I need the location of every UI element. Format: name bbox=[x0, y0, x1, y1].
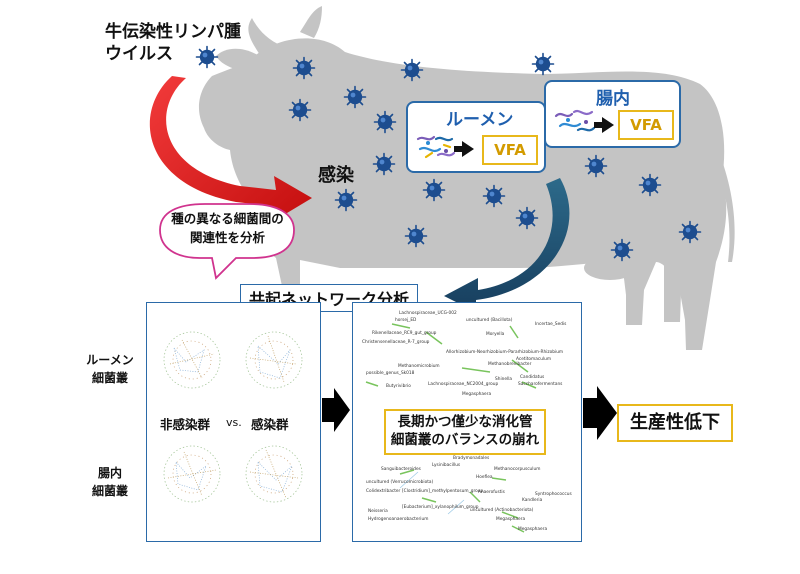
graph-gut-infected bbox=[245, 445, 303, 503]
gut-arrow-stem bbox=[594, 122, 603, 128]
taxon-label: uncultured (Verrucomicrobiota) bbox=[366, 480, 434, 485]
taxon-label: Butyrivibrio bbox=[386, 384, 411, 389]
taxon-label: Moryella bbox=[486, 332, 505, 337]
taxon-label: Hydrogenoanaerobacterium bbox=[368, 517, 429, 522]
virus-label: 牛伝染性リンパ腫 ウイルス bbox=[105, 21, 241, 65]
taxon-label: Methanocorpusculum bbox=[494, 467, 541, 472]
taxon-label: Bradymonadales bbox=[453, 456, 490, 461]
taxon-label: Rikenellaceae_RC9_gut_group bbox=[372, 331, 437, 336]
network-graph-right bbox=[365, 323, 537, 533]
taxon-label: Hoeflea bbox=[476, 475, 493, 480]
gut-bacteria-icon bbox=[554, 109, 596, 132]
row-label-rumen-1: ルーメン bbox=[86, 353, 134, 367]
rumen-vfa: VFA bbox=[482, 135, 538, 165]
taxon-label: Christensenellaceae_R-7_group bbox=[362, 340, 430, 345]
imbalance-line2: 細菌叢のバランスの崩れ bbox=[390, 432, 540, 448]
bubble-text: 種の異なる細菌間の 関連性を分析 bbox=[170, 209, 285, 247]
rumen-bacteria-icon bbox=[416, 135, 456, 159]
taxon-label: Lachnospiraceae_UCG-002 bbox=[399, 311, 457, 316]
network-graph-left bbox=[163, 331, 303, 503]
taxon-label: Incertae_Sedis bbox=[535, 322, 567, 327]
gut-arrow-icon bbox=[602, 117, 614, 133]
row-label-gut-1: 腸内 bbox=[97, 466, 122, 480]
taxon-label: Colidextribacter bbox=[366, 489, 401, 494]
graph-gut-uninfected bbox=[163, 445, 221, 503]
taxon-label: Megasphaera bbox=[518, 527, 548, 532]
right-arrow-1 bbox=[322, 388, 350, 432]
taxon-label: uncultured (Bacillota) bbox=[466, 318, 513, 323]
graph-rumen-uninfected bbox=[163, 331, 221, 389]
right-arrow-2 bbox=[583, 386, 617, 440]
taxon-label: possible_genus_Sk018 bbox=[366, 371, 415, 376]
taxon-label: Saccharofermentans bbox=[518, 382, 563, 387]
taxon-label: Sanguibacteroides bbox=[381, 467, 421, 472]
gut-box: 腸内 VFA bbox=[544, 80, 681, 148]
gut-vfa: VFA bbox=[618, 110, 674, 140]
infection-label: 感染 bbox=[318, 165, 354, 186]
taxon-label: Methanomicrobium bbox=[398, 364, 440, 369]
imbalance-line1: 長期かつ僅少な消化管 bbox=[397, 414, 533, 430]
row-label-rumen: ルーメン 細菌叢 bbox=[80, 351, 140, 387]
virus-label-line2: ウイルス bbox=[105, 44, 173, 64]
compare-vs: vs. bbox=[226, 416, 242, 429]
taxon-label: uncultured (Actinobacteriota) bbox=[470, 508, 534, 513]
taxon-label: Lachnospiraceae_NC2004_group bbox=[428, 382, 499, 387]
row-label-rumen-2: 細菌叢 bbox=[91, 371, 128, 385]
row-label-gut-2: 細菌叢 bbox=[91, 484, 128, 498]
taxon-label: Anaerofustis bbox=[478, 490, 505, 495]
virus-label-line1: 牛伝染性リンパ腫 bbox=[105, 22, 241, 42]
taxon-label: Neisseria bbox=[368, 509, 388, 514]
bubble-line2: 関連性を分析 bbox=[189, 230, 265, 245]
taxon-label: Kandleria bbox=[522, 498, 543, 503]
taxon-label: [Eubacterium]_xylanophilum_group bbox=[402, 505, 479, 510]
taxon-label: Candidatus bbox=[520, 375, 545, 380]
taxon-label: Methanobrevibacter bbox=[488, 362, 532, 367]
taxon-label: Lysinibacillus bbox=[432, 463, 461, 468]
imbalance-box: 長期かつ僅少な消化管 細菌叢のバランスの崩れ bbox=[384, 409, 546, 455]
taxon-label: Megasphaera bbox=[462, 392, 492, 397]
rumen-arrow-icon bbox=[462, 141, 474, 157]
taxon-label: [Clostridium]_methylpentosum_group bbox=[402, 489, 484, 494]
result-box: 生産性低下 bbox=[617, 404, 733, 442]
bubble-line1: 種の異なる細菌間の bbox=[171, 211, 284, 226]
compare-uninfected: 非感染群 bbox=[160, 414, 211, 433]
taxon-label: Allorhizobium-Neorhizobium-Pararhizobium… bbox=[446, 350, 564, 355]
graph-rumen-infected bbox=[245, 331, 303, 389]
compare-infected: 感染群 bbox=[251, 414, 289, 433]
taxon-label: horsej_ED bbox=[395, 318, 417, 323]
row-label-gut: 腸内 細菌叢 bbox=[80, 464, 140, 500]
taxon-label: Megasphaera bbox=[496, 517, 526, 522]
taxon-label: Syntrophococcus bbox=[535, 492, 572, 497]
rumen-title: ルーメン bbox=[446, 110, 514, 130]
rumen-arrow-stem bbox=[454, 146, 463, 152]
taxon-label: Shinella bbox=[495, 377, 513, 382]
taxon-label: Acetitomaculum bbox=[516, 357, 552, 362]
gut-title: 腸内 bbox=[596, 89, 630, 109]
